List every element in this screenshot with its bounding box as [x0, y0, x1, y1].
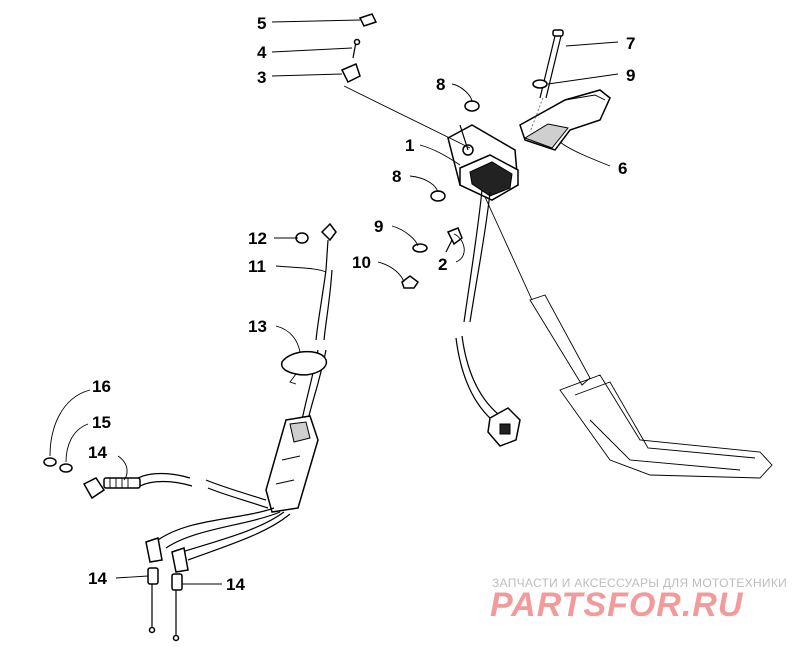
washer-9-lower — [412, 243, 428, 253]
cable-11 — [295, 222, 337, 421]
cable-upper — [463, 189, 491, 323]
callout-6: 6 — [618, 159, 627, 178]
callout-8-top: 8 — [436, 75, 445, 94]
callout-13: 13 — [248, 317, 267, 336]
cable-clip-set — [340, 13, 471, 149]
cable-adjuster-lower-left — [145, 537, 163, 634]
cable-adjuster-left — [43, 457, 141, 500]
callout-9-lower: 9 — [374, 217, 383, 236]
callout-16: 16 — [92, 377, 111, 396]
watermark-tagline: ЗАПЧАСТИ И АКСЕССУАРЫ ДЛЯ МОТОТЕХНИКИ — [492, 576, 788, 590]
callout-9-top: 9 — [626, 66, 635, 85]
callout-15: 15 — [92, 413, 111, 432]
callout-4: 4 — [257, 43, 267, 62]
watermark-logo: PARTSFOR.RU — [490, 586, 744, 624]
cable-splitter — [265, 415, 319, 513]
callout-14-lower-left: 14 — [88, 569, 107, 588]
callout-1: 1 — [405, 136, 414, 155]
cable-adjuster-lower-right — [171, 547, 189, 642]
callout-14-left: 14 — [88, 443, 107, 462]
nut-8-lower — [430, 190, 446, 202]
callout-8-lower: 8 — [392, 167, 401, 186]
callout-10: 10 — [352, 253, 371, 272]
washer-9-top — [532, 79, 548, 89]
handlebar-outline — [474, 174, 773, 479]
leader-lines — [49, 19, 619, 585]
callout-14-lower-right: 14 — [226, 575, 245, 594]
callout-3: 3 — [257, 68, 266, 87]
branch-cables — [137, 472, 291, 561]
screw-2 — [445, 227, 463, 253]
nut-10 — [401, 275, 420, 289]
callout-7: 7 — [626, 34, 635, 53]
nut-8-top — [464, 100, 480, 112]
cable-switch — [455, 335, 521, 447]
callout-labels: 5 4 3 7 9 8 1 6 8 9 10 2 12 11 13 16 15 … — [88, 14, 635, 594]
throttle-housing — [447, 124, 519, 201]
callout-2: 2 — [438, 255, 447, 274]
callout-11: 11 — [248, 257, 266, 276]
callout-12: 12 — [248, 229, 267, 248]
housing-cover — [519, 89, 611, 151]
cable-tie — [280, 350, 328, 385]
callout-5: 5 — [257, 14, 266, 33]
